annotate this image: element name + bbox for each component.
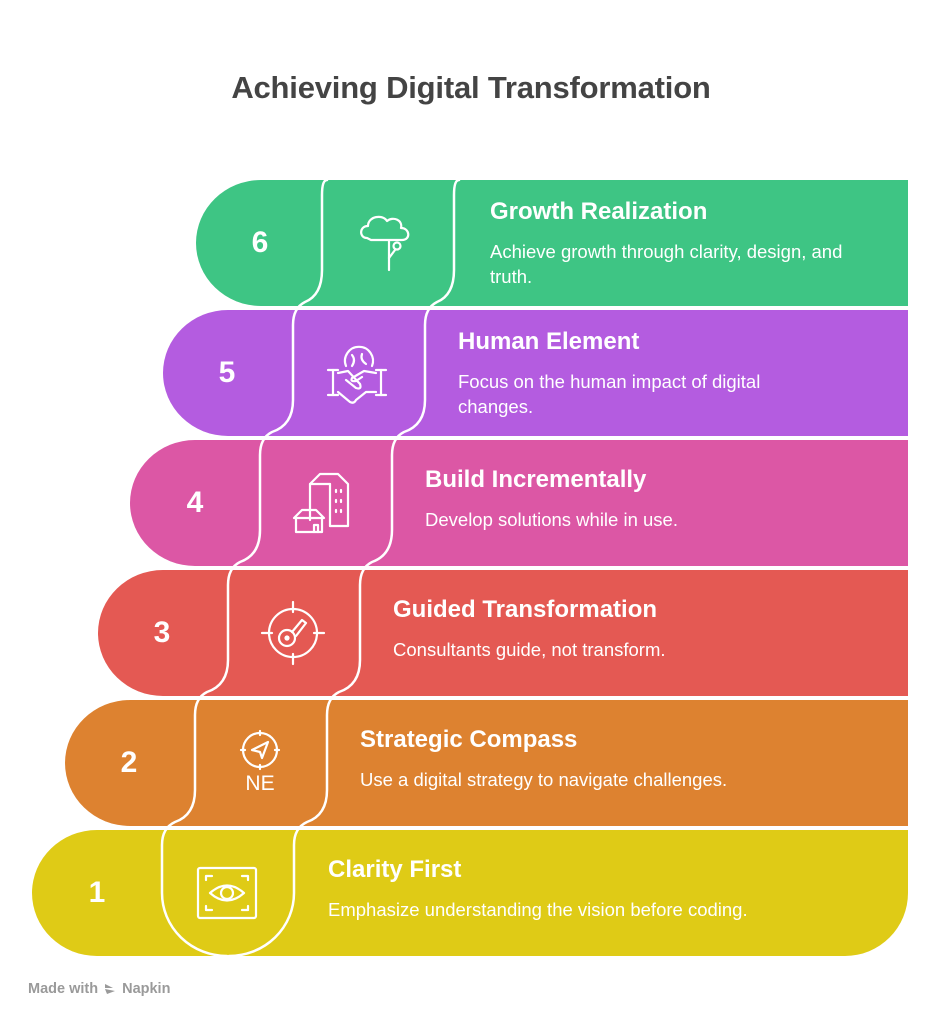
step-4-heading: Build Incrementally bbox=[425, 466, 647, 493]
step-3-band bbox=[98, 570, 908, 696]
step-3-text: Guided Transformation Consultants guide,… bbox=[393, 595, 813, 662]
step-4-text: Build Incrementally Develop solutions wh… bbox=[425, 465, 845, 532]
step-2-description: Use a digital strategy to navigate chall… bbox=[360, 769, 728, 790]
napkin-brand-label: Napkin bbox=[122, 981, 171, 997]
step-1-band bbox=[32, 830, 908, 956]
step-1-heading: Clarity First bbox=[328, 856, 462, 883]
made-with-label: Made with bbox=[28, 981, 99, 997]
compass-direction-label: NE bbox=[245, 772, 275, 795]
made-with-napkin-footer[interactable]: Made with Napkin bbox=[28, 981, 170, 997]
compass-icon bbox=[239, 729, 281, 771]
step-6-heading: Growth Realization bbox=[490, 198, 708, 225]
step-5-heading: Human Element bbox=[458, 328, 640, 355]
step-5-band bbox=[163, 310, 908, 436]
step-6-number: 6 bbox=[251, 226, 269, 259]
step-3-heading: Guided Transformation bbox=[393, 596, 658, 623]
step-1-text: Clarity First Emphasize understanding th… bbox=[328, 855, 848, 922]
step-5-description: Focus on the human impact of digital cha… bbox=[458, 371, 761, 417]
buildings-icon bbox=[292, 472, 350, 534]
step-2-number: 2 bbox=[120, 746, 138, 779]
step-1-number: 1 bbox=[88, 876, 106, 909]
step-6-text: Growth Realization Achieve growth throug… bbox=[490, 197, 910, 289]
step-6-description: Achieve growth through clarity, design, … bbox=[490, 241, 843, 287]
tree-icon bbox=[360, 215, 410, 272]
step-3-number: 3 bbox=[153, 616, 171, 649]
napkin-logo-icon bbox=[105, 984, 116, 994]
target-key-icon bbox=[260, 600, 326, 666]
step-5-number: 5 bbox=[218, 356, 236, 389]
step-3-description: Consultants guide, not transform. bbox=[393, 639, 666, 660]
step-4-description: Develop solutions while in use. bbox=[425, 509, 678, 530]
page-title: Achieving Digital Transformation bbox=[231, 70, 711, 105]
step-4-number: 4 bbox=[186, 486, 204, 519]
step-6-band bbox=[196, 180, 908, 306]
step-1-description: Emphasize understanding the vision befor… bbox=[328, 899, 748, 920]
step-2-text: Strategic Compass Use a digital strategy… bbox=[360, 725, 840, 792]
eye-scan-icon bbox=[196, 866, 258, 920]
step-2-heading: Strategic Compass bbox=[360, 726, 578, 753]
step-5-text: Human Element Focus on the human impact … bbox=[458, 327, 878, 419]
handshake-globe-icon bbox=[326, 345, 388, 404]
step-4-band bbox=[130, 440, 908, 566]
step-2-band bbox=[65, 700, 908, 826]
